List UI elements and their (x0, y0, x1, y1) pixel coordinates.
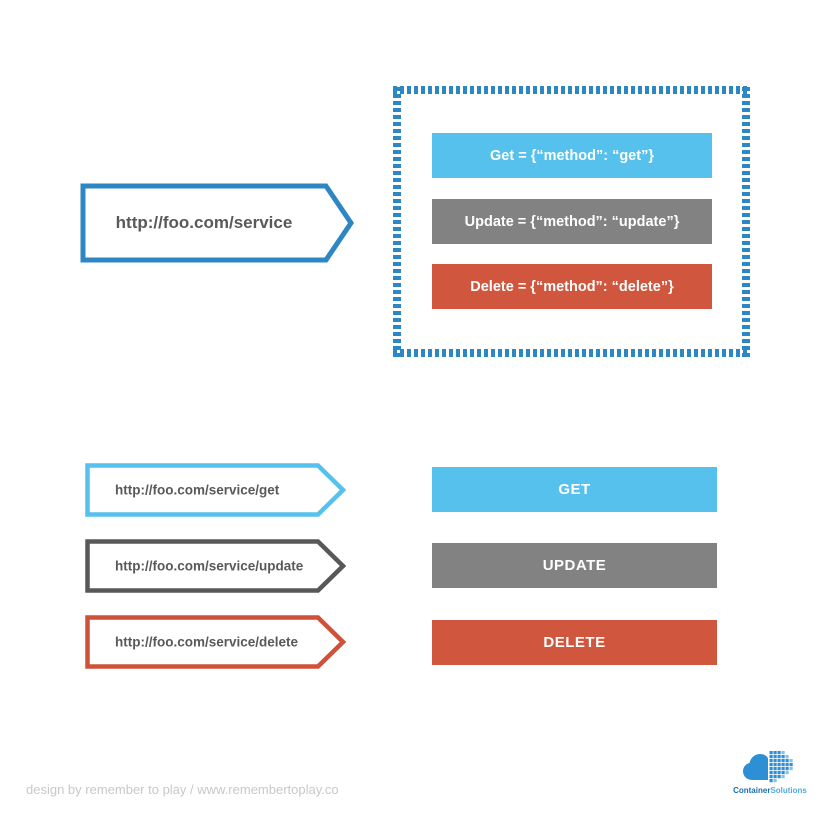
rule-update-label: Update = {“method”: “update”} (464, 213, 680, 230)
route-url-delete-label: http://foo.com/service/delete (115, 634, 299, 650)
service-url-label: http://foo.com/service (115, 213, 293, 232)
rule-get-label: Get = {“method”: “get”} (490, 147, 654, 164)
arrow-shape-icon (85, 463, 346, 517)
route-arrow-get: http://foo.com/service/get (85, 463, 346, 517)
cloud-pixel-icon (743, 751, 793, 783)
rule-bar-delete: Delete = {“method”: “delete”} (432, 264, 712, 309)
method-mapping-box: Get = {“method”: “get”} Update = {“metho… (393, 86, 750, 357)
dashed-border-top (393, 86, 750, 94)
method-delete-label: DELETE (543, 634, 606, 651)
route-url-get-label: http://foo.com/service/get (115, 482, 280, 498)
design-credit: design by remember to play / www.remembe… (26, 782, 339, 797)
method-bar-update: UPDATE (432, 543, 717, 588)
arrow-shape-icon (80, 183, 354, 263)
logo-wordmark: ContainerSolutions (725, 786, 815, 796)
dashed-border-left (393, 86, 401, 357)
method-bar-get: GET (432, 467, 717, 512)
method-update-label: UPDATE (542, 557, 607, 574)
rule-bar-update: Update = {“method”: “update”} (432, 199, 712, 244)
route-url-update-label: http://foo.com/service/update (115, 558, 304, 574)
dashed-border-right (742, 86, 750, 357)
rule-bar-get: Get = {“method”: “get”} (432, 133, 712, 178)
method-bar-delete: DELETE (432, 620, 717, 665)
container-solutions-logo: ContainerSolutions (725, 750, 815, 796)
method-get-label: GET (558, 481, 591, 498)
route-arrow-update: http://foo.com/service/update (85, 539, 346, 593)
route-arrow-delete: http://foo.com/service/delete (85, 615, 346, 669)
logo-word-solutions: Solutions (770, 786, 807, 795)
arrow-shape-icon (85, 615, 346, 669)
arrow-shape-icon (85, 539, 346, 593)
rule-delete-label: Delete = {“method”: “delete”} (470, 278, 674, 295)
logo-word-container: Container (733, 786, 771, 795)
service-url-arrow: http://foo.com/service (80, 183, 354, 263)
dashed-border-bottom (393, 349, 750, 357)
